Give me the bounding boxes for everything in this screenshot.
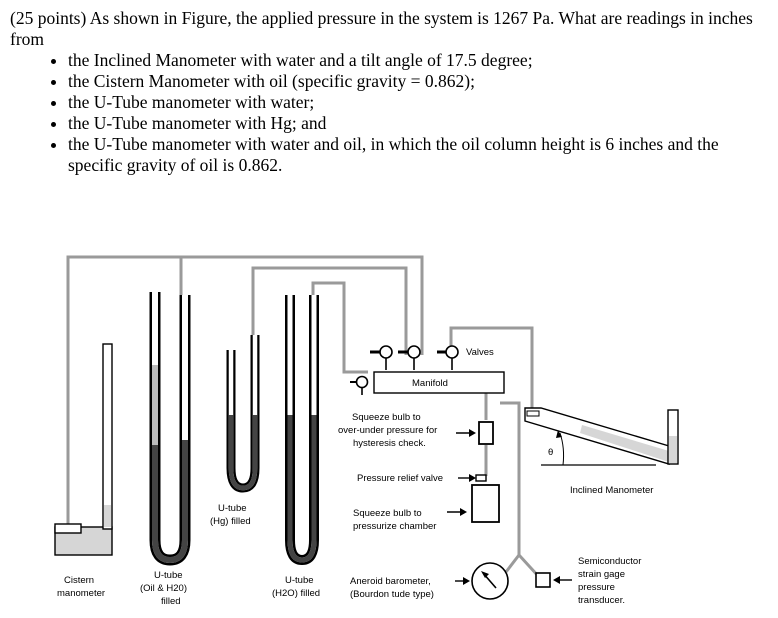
cistern-manometer xyxy=(54,343,113,556)
question-item: the U-Tube manometer with Hg; and xyxy=(68,113,772,134)
question-item: the Inclined Manometer with water and a … xyxy=(68,50,772,71)
utube-oil-label-line1: U-tube xyxy=(154,570,183,581)
utube-oil-water xyxy=(149,292,191,566)
transducer-label-line1: Semiconductor xyxy=(578,556,641,567)
cistern-label-line1: Cistern xyxy=(64,575,94,586)
barometer-label-line1: Aneroid barometer, xyxy=(350,576,431,587)
question-item: the U-Tube manometer with water; xyxy=(68,92,772,113)
transducer-label-line2: strain gage xyxy=(578,569,625,580)
problem-intro: (25 points) As shown in Figure, the appl… xyxy=(10,8,753,49)
manometer-system-figure: Valves Manifold Squeeze bulb to over-und… xyxy=(54,255,679,607)
squeeze-bulb-1 xyxy=(478,421,494,445)
utube-h2o-label-line1: U-tube xyxy=(285,575,314,586)
squeeze1-label-line3: hysteresis check. xyxy=(353,438,426,449)
valve-icon xyxy=(398,345,421,370)
transducer-icon xyxy=(535,572,551,588)
squeeze-bulb-2 xyxy=(471,484,500,523)
transducer-label-line3: pressure xyxy=(578,582,615,593)
utube-oil-label-line2: (Oil & H20) xyxy=(140,583,187,594)
question-list: the Inclined Manometer with water and a … xyxy=(10,50,772,176)
valve-icon xyxy=(350,375,369,395)
utube-h2o-label-line2: (H2O) filled xyxy=(272,588,320,599)
squeeze2-label-line2: pressurize chamber xyxy=(353,521,436,532)
valve-icon xyxy=(370,345,393,370)
transducer-label-line4: transducer. xyxy=(578,595,625,606)
valves-label: Valves xyxy=(466,347,494,358)
problem-statement: (25 points) As shown in Figure, the appl… xyxy=(10,8,772,176)
question-item: the Cistern Manometer with oil (specific… xyxy=(68,71,772,92)
utube-hg-label-line1: U-tube xyxy=(218,503,247,514)
utube-oil-label-line3: filled xyxy=(161,596,181,607)
valve-icon xyxy=(437,345,459,370)
inclined-label: Inclined Manometer xyxy=(570,485,653,496)
manifold-box xyxy=(373,371,505,394)
utube-water xyxy=(285,295,319,566)
squeeze2-label-line1: Squeeze bulb to xyxy=(353,508,422,519)
pipe-network xyxy=(66,255,542,580)
squeeze1-label-line1: Squeeze bulb to xyxy=(352,412,421,423)
relief-valve-label: Pressure relief valve xyxy=(357,473,443,484)
question-item: the U-Tube manometer with water and oil,… xyxy=(68,134,772,176)
utube-hg-label-line2: (Hg) filled xyxy=(210,516,251,527)
squeeze1-label-line2: over-under pressure for xyxy=(338,425,437,436)
utube-mercury xyxy=(226,335,260,493)
inclined-manometer: θ xyxy=(524,407,679,466)
theta-label: θ xyxy=(548,447,553,458)
manifold-label: Manifold xyxy=(412,378,448,389)
cistern-label-line2: manometer xyxy=(57,588,105,599)
barometer-label-line2: (Bourdon tude type) xyxy=(350,589,434,600)
valve-group: Valves xyxy=(350,345,494,395)
